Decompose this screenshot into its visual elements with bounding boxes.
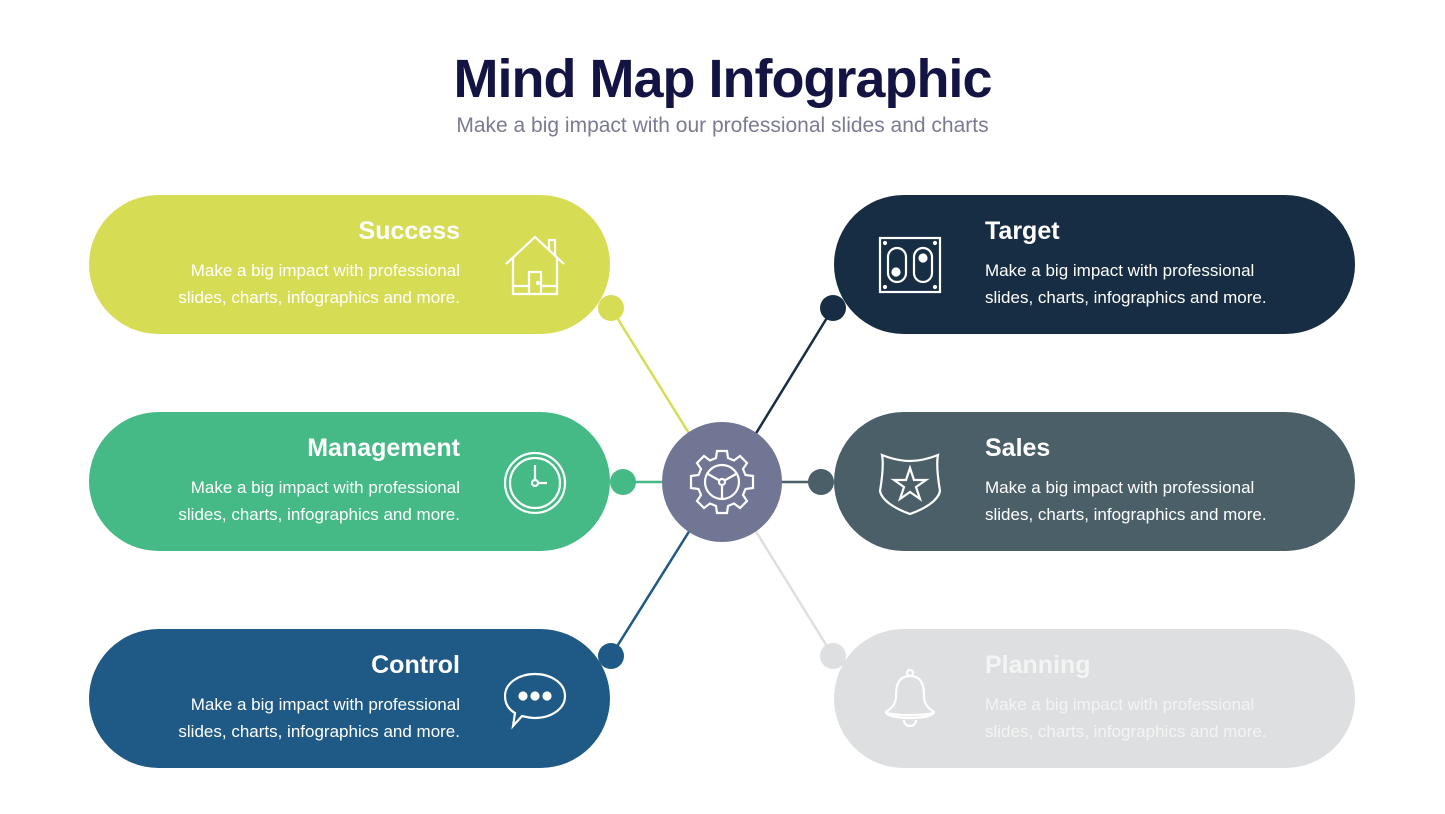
connector-planning bbox=[753, 529, 835, 657]
node-title: Planning bbox=[985, 651, 1091, 679]
switch-panel-icon bbox=[878, 236, 942, 294]
node-control[interactable]: Control Make a big impact with professio… bbox=[89, 629, 610, 768]
dot-control bbox=[598, 643, 624, 669]
node-title: Sales bbox=[985, 434, 1051, 462]
page-subtitle: Make a big impact with our professional … bbox=[456, 114, 989, 137]
dot-success bbox=[598, 295, 624, 321]
house-icon bbox=[505, 235, 565, 296]
node-management[interactable]: Management Make a big impact with profes… bbox=[89, 412, 610, 551]
connector-target bbox=[753, 307, 835, 436]
node-title: Target bbox=[985, 217, 1060, 245]
node-target[interactable]: Target Make a big impact with profession… bbox=[834, 195, 1355, 334]
connector-success bbox=[609, 307, 692, 436]
dot-sales bbox=[808, 469, 834, 495]
gear-steering-icon bbox=[689, 449, 755, 515]
bell-icon bbox=[884, 668, 936, 728]
node-title: Management bbox=[307, 434, 460, 462]
node-planning[interactable]: Planning Make a big impact with professi… bbox=[834, 629, 1355, 768]
shield-star-icon bbox=[878, 453, 942, 515]
chat-bubble-icon bbox=[503, 672, 567, 730]
dot-planning bbox=[820, 643, 846, 669]
node-title: Success bbox=[358, 217, 460, 245]
dot-management bbox=[610, 469, 636, 495]
clock-icon bbox=[503, 451, 567, 515]
dot-target bbox=[820, 295, 846, 321]
node-title: Control bbox=[371, 651, 460, 679]
node-sales[interactable]: Sales Make a big impact with professiona… bbox=[834, 412, 1355, 551]
connector-control bbox=[609, 529, 692, 657]
center-hub[interactable] bbox=[662, 422, 782, 542]
node-success[interactable]: Success Make a big impact with professio… bbox=[89, 195, 610, 334]
page-title: Mind Map Infographic bbox=[453, 49, 993, 109]
